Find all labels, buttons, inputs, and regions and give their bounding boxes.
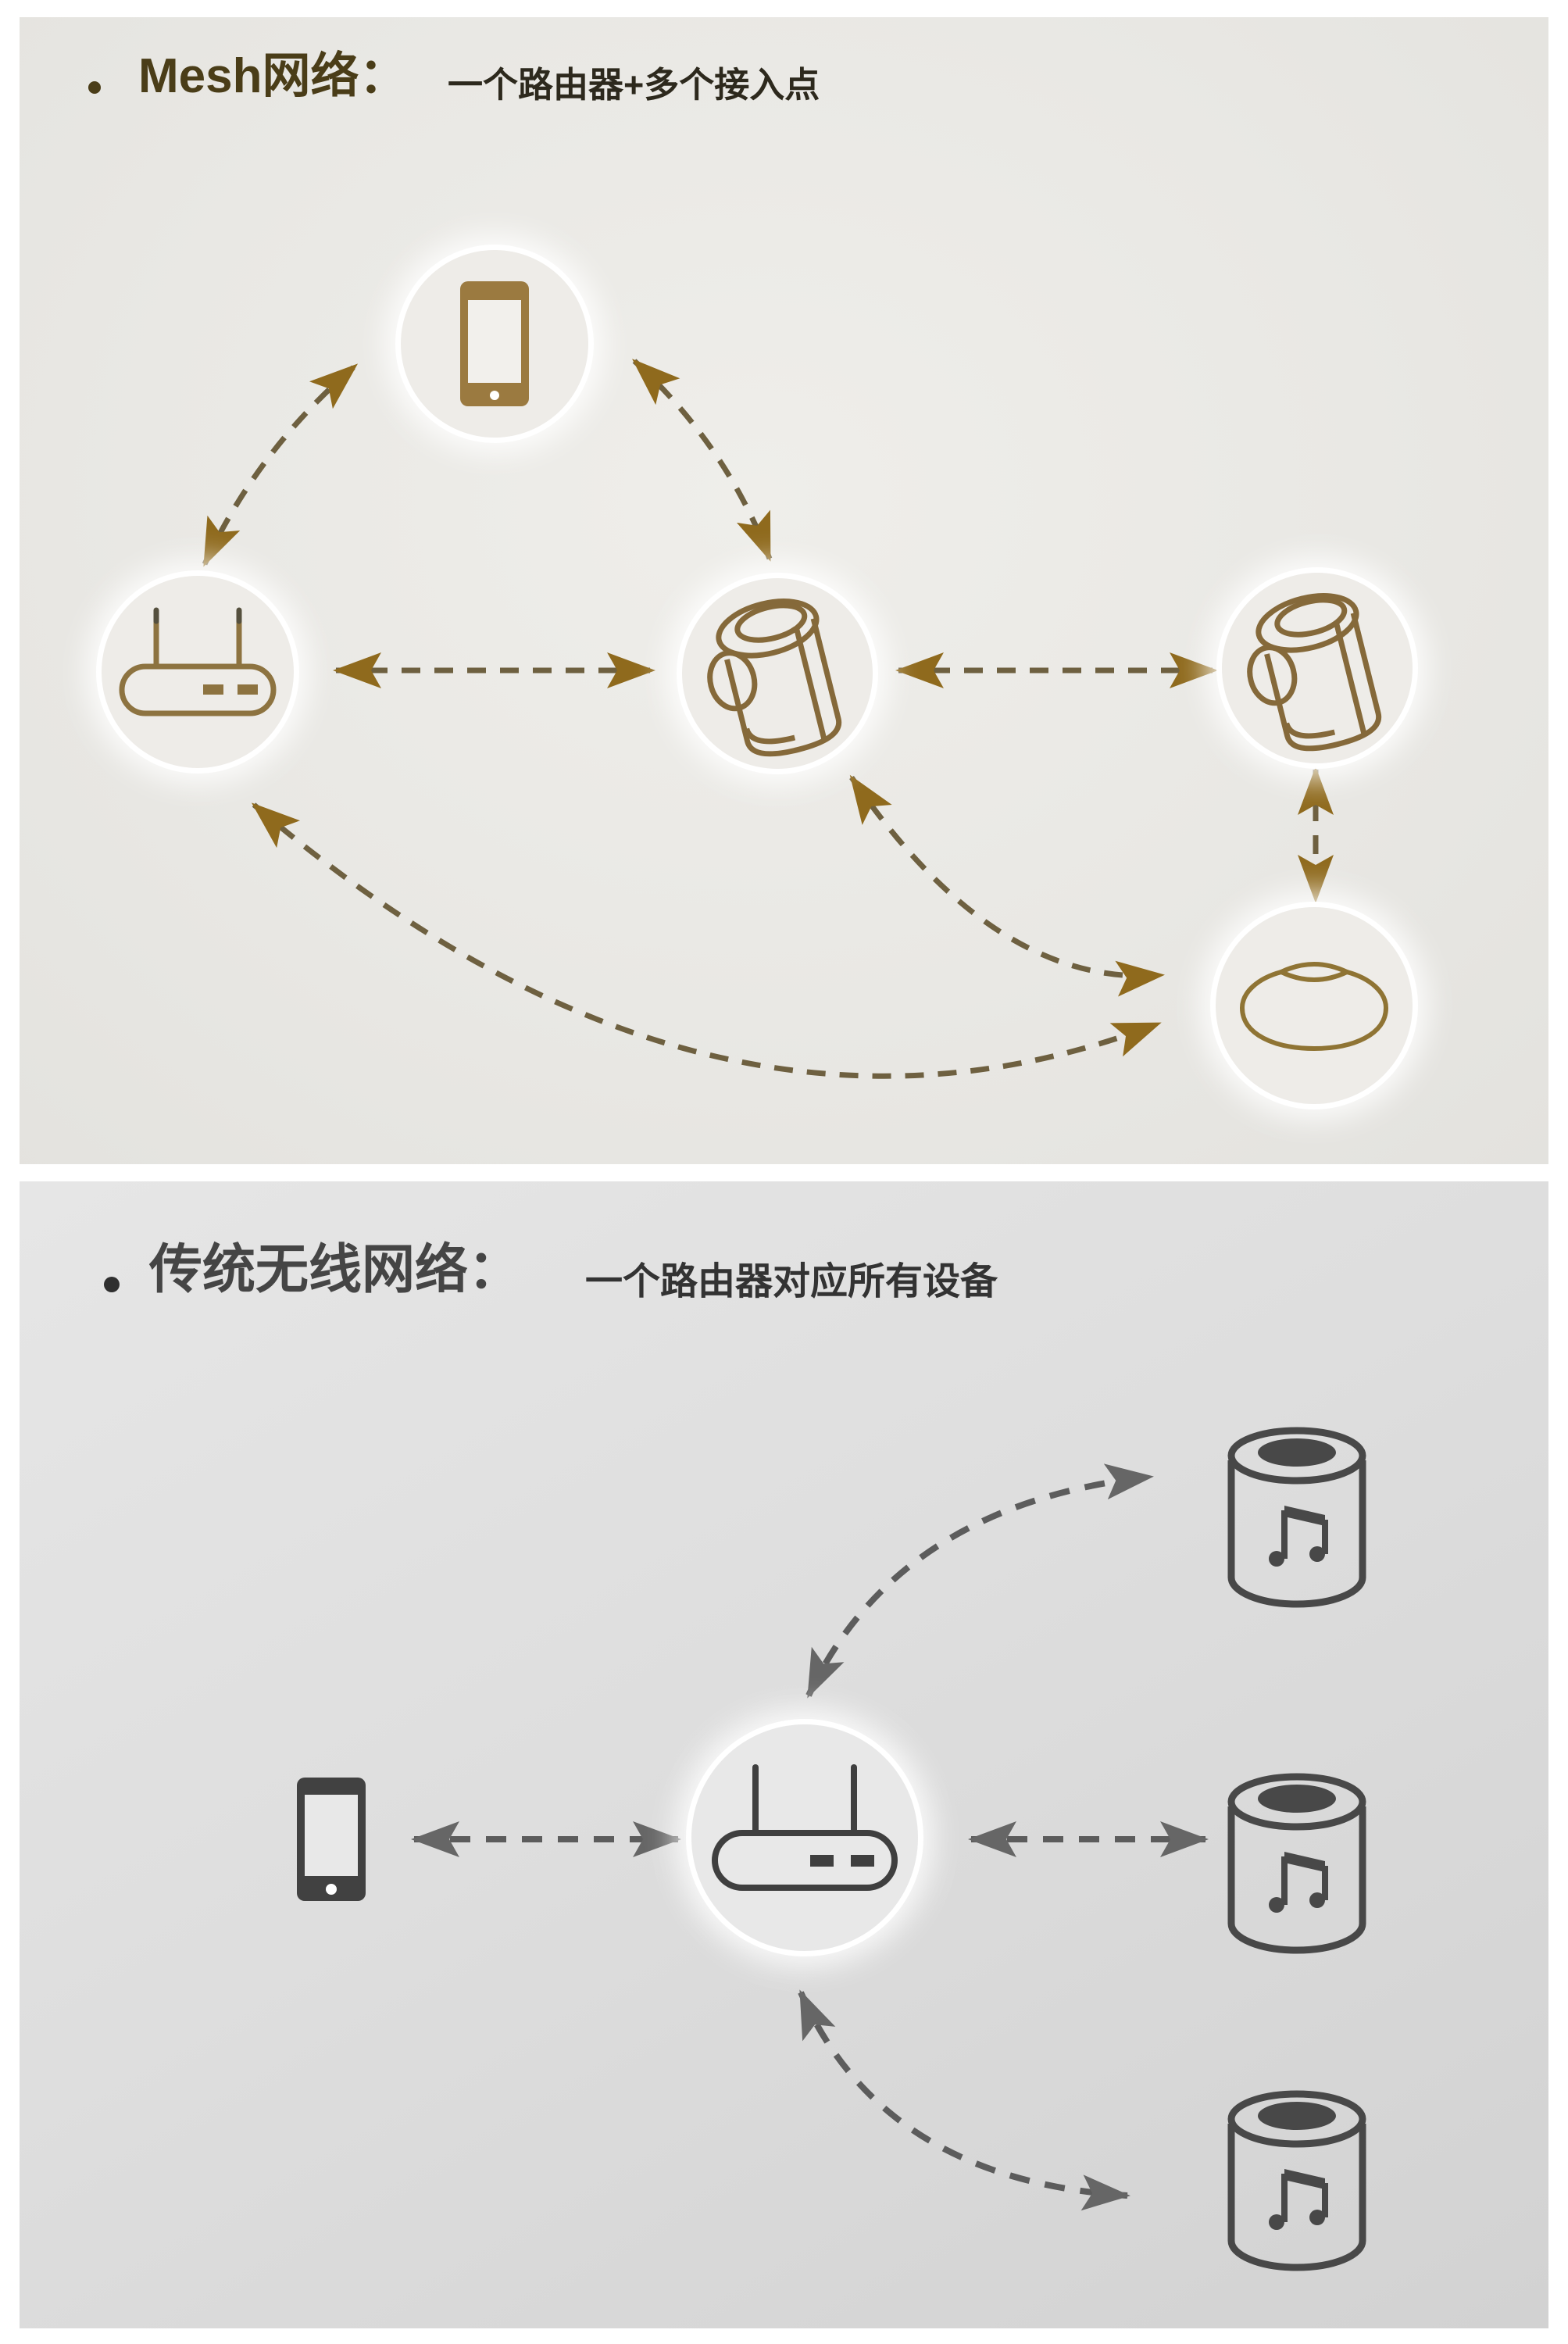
node-phone [401,250,588,438]
node-phone [294,1774,369,1908]
traditional-links-layer [411,1463,1209,2211]
link-router-speaker-3 [798,1989,1130,2211]
dome-speaker-icon [1239,962,1389,1052]
wifi-router-icon [119,607,277,716]
node-speaker-3 [1225,2088,1369,2279]
smartphone-icon [297,1778,366,1901]
node-router [102,576,294,768]
smart-speaker-icon [1247,592,1382,751]
node-speaker-b [1222,573,1413,763]
mesh-panel-title: Mesh网络： [138,49,408,103]
music-note-icon [1269,1852,1328,1913]
node-dome-speaker [1216,907,1413,1104]
link-speaker-a-dome [849,774,1165,997]
node-speaker-a [682,578,873,769]
music-note-icon [1269,2169,1328,2230]
link-phone-speaker-a [632,359,773,562]
traditional-panel-title: 传统无线网络： [149,1240,522,1299]
music-speaker-icon [1227,1773,1366,1954]
smartphone-icon [460,281,529,406]
smart-speaker-icon [707,598,842,756]
mesh-panel-subtitle: 一个路由器+多个接入点 [448,65,820,105]
music-note-icon [1269,1506,1328,1567]
node-speaker-2 [1225,1771,1369,1962]
mesh-links-layer [202,359,1334,1079]
music-speaker-icon [1227,1427,1366,1608]
node-speaker-1 [1225,1424,1369,1616]
bullet-icon [104,1277,120,1292]
traditional-network-panel: 传统无线网络： 一个路由器对应所有设备 [20,1181,1548,2328]
bullet-icon [88,81,101,94]
traditional-panel-subtitle: 一个路由器对应所有设备 [585,1261,998,1302]
music-speaker-icon [1227,2090,1366,2271]
node-router [691,1724,918,1951]
link-router-dome [251,802,1162,1079]
wifi-router-icon [712,1763,898,1891]
link-router-speaker-1 [805,1463,1154,1699]
link-phone-router [202,363,359,567]
mesh-network-panel: Mesh网络： 一个路由器+多个接入点 [20,17,1548,1164]
